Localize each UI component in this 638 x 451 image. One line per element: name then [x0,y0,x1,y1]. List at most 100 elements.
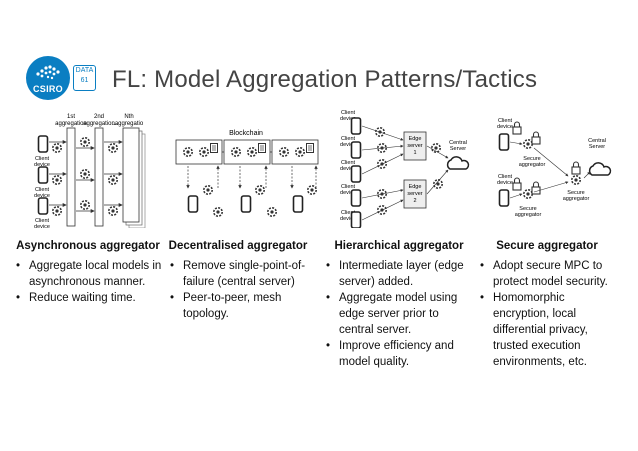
decentral-arrows [186,165,318,189]
list-item: Aggregate model using edge server prior … [324,290,474,338]
svg-text:Client: Client [341,110,356,116]
csiro-data61-logo: CSIRO DATA 61 [26,56,96,100]
async-round1-sublabel: aggregation [55,121,87,127]
async-roundn-label: Nth [124,114,133,120]
hier-devices: Client device Client device Client devic… [340,110,362,228]
secure-devices: Client device Client device [497,118,522,207]
svg-text:Client: Client [498,118,513,124]
decentral-figure: Blockchain [175,130,319,217]
svg-text:device: device [34,224,50,228]
svg-text:Secure: Secure [567,190,584,196]
data61-line1: DATA [75,67,94,74]
hier-edge-server-1: Edge server 1 [403,131,427,161]
decentral-heading: Decentralised aggregator [168,240,308,252]
svg-text:Client: Client [35,187,50,193]
svg-text:device: device [340,166,356,172]
svg-text:1: 1 [413,150,416,156]
list-item: Remove single-point-of-failure (central … [168,258,308,290]
pattern-secure-column: Secure aggregator Adopt secure MPC to pr… [478,238,616,370]
secure-aggregator-3: Secure aggregator [563,161,590,202]
async-round2-label: 2nd [94,114,104,120]
hier-edge-server-2: Edge server 2 [403,179,427,209]
svg-text:device: device [34,162,50,168]
svg-text:Client: Client [35,218,50,224]
async-model-icons [51,137,118,216]
blockchain-label: Blockchain [229,130,263,137]
svg-text:Client: Client [341,210,356,216]
pattern-hier-column: Hierarchical aggregator Intermediate lay… [324,238,474,370]
svg-text:Client: Client [341,160,356,166]
list-item: Homomorphic encryption, local differenti… [478,290,616,370]
data61-badge: DATA 61 [73,65,96,91]
secure-aggregator-2: Secure aggregator [515,181,542,218]
csiro-dots-icon [36,65,60,80]
csiro-logo: CSIRO [26,56,70,100]
svg-text:device: device [34,193,50,199]
async-arrows [49,140,123,213]
async-bullets: Aggregate local models in asynchronous m… [14,258,162,306]
decentral-devices [187,185,318,217]
svg-text:Edge: Edge [409,136,422,142]
async-roundn-sublabel: aggregatio [115,121,144,127]
svg-text:device: device [340,142,356,148]
async-figure: 1st aggregation 2nd aggregation ... Nth … [34,114,146,228]
svg-text:server: server [407,191,422,197]
hier-central-server: Central Server [446,140,470,170]
svg-text:Client: Client [341,184,356,190]
async-device-1: Client device [34,135,50,168]
async-device-2: Client device [34,166,50,199]
hier-arrows [361,125,449,221]
blockchain-blocks [175,139,319,165]
pattern-async-column: Asynchronous aggregator Aggregate local … [14,238,162,306]
async-heading: Asynchronous aggregator [16,240,160,252]
svg-text:device: device [340,116,356,122]
list-item: Peer-to-peer, mesh topology. [168,290,308,322]
svg-text:device: device [340,216,356,222]
svg-text:Secure: Secure [519,206,536,212]
async-round1-label: 1st [67,114,75,120]
async-ellipsis: ... [112,120,118,127]
svg-text:aggregator: aggregator [515,212,542,218]
secure-figure: Client device Client device Secure aggre… [497,118,612,218]
list-item: Improve efficiency and model quality. [324,338,474,370]
list-item: Intermediate layer (edge server) added. [324,258,474,290]
svg-text:Server: Server [589,144,605,150]
svg-text:aggregator: aggregator [563,196,590,202]
secure-aggregator-1: Secure aggregator [519,131,546,168]
data61-line2: 61 [80,77,89,84]
svg-text:Client: Client [498,174,513,180]
page-title: FL: Model Aggregation Patterns/Tactics [112,66,538,93]
async-round2-sublabel: aggregation [83,121,115,127]
async-bar-2 [94,127,104,227]
decentral-bullets: Remove single-point-of-failure (central … [168,258,308,322]
hier-figure: Client device Client device Client devic… [340,110,470,228]
async-device-3: Client device [34,197,50,228]
pattern-figures: 1st aggregation 2nd aggregation ... Nth … [34,110,612,228]
svg-text:device: device [340,190,356,196]
list-item: Reduce waiting time. [14,290,162,306]
secure-heading: Secure aggregator [496,240,598,252]
secure-arrows [509,141,591,199]
pattern-decentral-column: Decentralised aggregator Remove single-p… [168,238,308,322]
async-bar-1 [66,127,76,227]
svg-text:device: device [497,124,513,130]
svg-text:device: device [497,180,513,186]
hier-bullets: Intermediate layer (edge server) added. … [324,258,474,370]
svg-text:Central: Central [588,138,606,144]
csiro-logo-text: CSIRO [32,84,63,94]
svg-text:2: 2 [413,198,416,204]
svg-text:Secure: Secure [523,156,540,162]
list-item: Adopt secure MPC to protect model securi… [478,258,616,290]
svg-text:Central: Central [449,140,467,146]
async-bar-n [122,127,140,223]
list-item: Aggregate local models in asynchronous m… [14,258,162,290]
svg-text:aggregator: aggregator [519,162,546,168]
svg-text:Client: Client [341,136,356,142]
hier-heading: Hierarchical aggregator [334,240,464,252]
secure-bullets: Adopt secure MPC to protect model securi… [478,258,616,370]
svg-text:Edge: Edge [409,184,422,190]
svg-text:Client: Client [35,156,50,162]
secure-central-server: Central Server [588,138,612,176]
svg-text:server: server [407,143,422,149]
svg-text:Server: Server [450,146,466,152]
